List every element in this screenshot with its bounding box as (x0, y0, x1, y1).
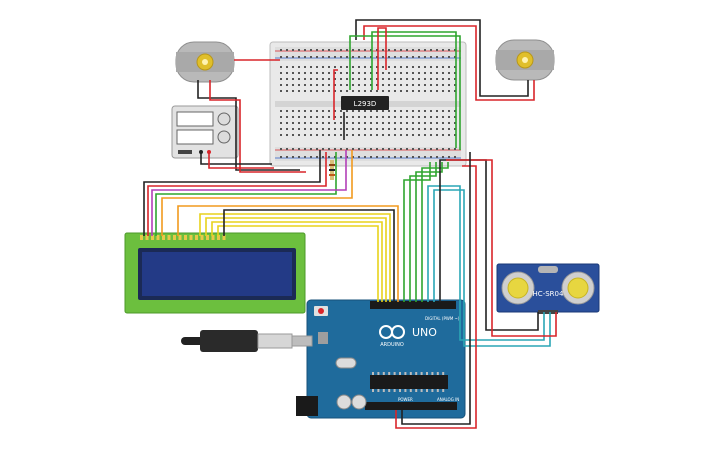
motor-right[interactable] (495, 39, 555, 81)
analog-label: ANALOG IN (437, 397, 459, 402)
crystal (335, 357, 357, 369)
atmega-chip (370, 375, 448, 389)
board-model: UNO (412, 326, 437, 339)
digital-header (370, 301, 456, 309)
ultrasonic-sensor[interactable]: HC-SR04 (496, 263, 600, 314)
dc-jack (296, 396, 318, 416)
capacitor-2 (351, 394, 367, 410)
lcd-screen (142, 252, 292, 296)
capacitor-1 (336, 394, 352, 410)
power-analog-header (365, 402, 457, 410)
l293d-chip[interactable]: L293D (341, 96, 389, 110)
lcd-display[interactable] (124, 232, 306, 314)
wires (143, 19, 557, 429)
power-label: POWER (398, 397, 413, 402)
breadboard-holes (280, 49, 456, 158)
sensor-label: HC-SR04 (533, 290, 564, 298)
board-brand: ARDUINO (380, 342, 404, 348)
usb-port (318, 332, 328, 344)
power-supply-icon (171, 105, 239, 159)
arduino-logo-icon (379, 325, 405, 339)
digital-label: DIGITAL (PWM ~) (425, 316, 460, 321)
resistor[interactable] (329, 160, 335, 180)
power-supply[interactable] (171, 105, 239, 159)
motor-icon (175, 41, 235, 83)
arduino-uno[interactable]: UNO ARDUINO DIGITAL (PWM ~) ANALOG IN PO… (296, 299, 466, 419)
lcd-header-pins (140, 235, 226, 240)
chip-label: L293D (354, 100, 377, 108)
motor-left[interactable] (175, 41, 235, 83)
usb-cable-icon (181, 330, 313, 352)
motor-icon (495, 39, 555, 81)
